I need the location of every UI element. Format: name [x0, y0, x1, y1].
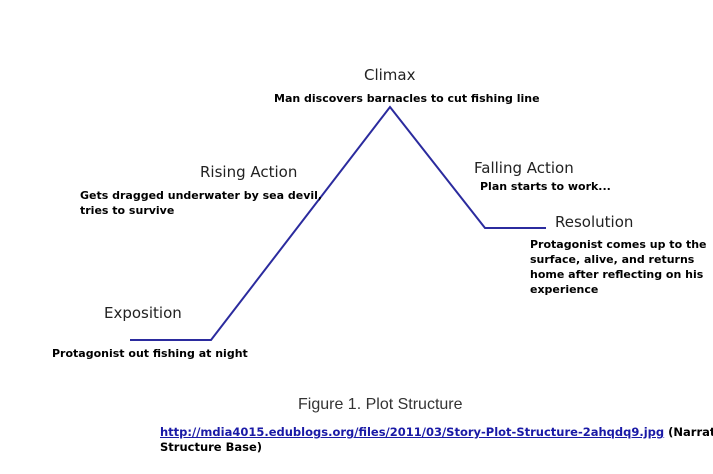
falling-action-note: Plan starts to work...	[480, 179, 611, 194]
resolution-note-line: home after reflecting on his	[530, 268, 704, 281]
resolution-note-line: surface, alive, and returns	[530, 253, 695, 266]
citation-line-1: http://mdia4015.edublogs.org/files/2011/…	[160, 425, 713, 440]
rising-action-title: Rising Action	[200, 163, 298, 181]
resolution-note-line: Protagonist comes up to the	[530, 238, 707, 251]
falling-action-title: Falling Action	[474, 159, 574, 177]
figure-caption: Figure 1. Plot Structure	[298, 396, 463, 413]
source-citation: http://mdia4015.edublogs.org/files/2011/…	[160, 425, 713, 455]
climax-note-line: Man discovers barnacles to cut fishing l…	[274, 92, 540, 105]
rising-action-note-line: tries to survive	[80, 204, 175, 217]
resolution-title: Resolution	[555, 213, 634, 231]
falling-action-note-line: Plan starts to work...	[480, 180, 611, 193]
rising-action-note: Gets dragged underwater by sea devil, tr…	[80, 188, 322, 218]
exposition-note-line: Protagonist out fishing at night	[52, 347, 248, 360]
climax-note: Man discovers barnacles to cut fishing l…	[274, 91, 540, 106]
resolution-note: Protagonist comes up to the surface, ali…	[530, 237, 707, 297]
citation-suffix: (Narrative	[668, 425, 713, 439]
citation-line-2: Structure Base)	[160, 440, 263, 454]
source-link[interactable]: http://mdia4015.edublogs.org/files/2011/…	[160, 425, 665, 439]
exposition-note: Protagonist out fishing at night	[52, 346, 248, 361]
exposition-title: Exposition	[104, 304, 182, 322]
resolution-note-line: experience	[530, 283, 599, 296]
plot-line	[130, 105, 546, 341]
climax-title: Climax	[364, 66, 416, 84]
rising-action-note-line: Gets dragged underwater by sea devil,	[80, 189, 323, 202]
